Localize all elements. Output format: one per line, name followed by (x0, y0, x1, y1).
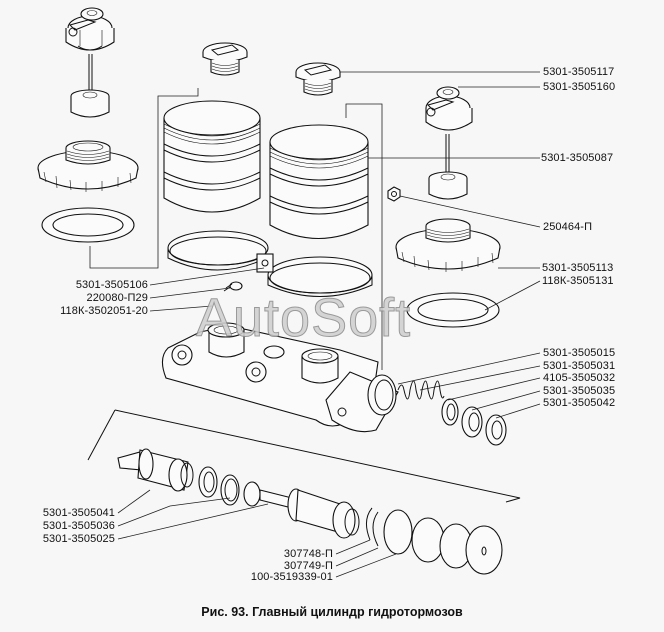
part-label: 5301-3505031 (543, 360, 616, 372)
filler-plug-right (295, 62, 341, 96)
master-cylinder-body (161, 322, 399, 433)
part-label: 5301-3505106 (75, 279, 148, 291)
seal-ring-2 (461, 406, 483, 438)
part-label: 220080-П29 (86, 292, 148, 304)
part-label: 307748-П (283, 548, 333, 560)
bolt (223, 281, 243, 292)
part-label: 4105-3505032 (543, 372, 616, 384)
right-gasket (406, 292, 500, 328)
seal-ring-1 (441, 398, 459, 426)
reservoir-clamp (167, 230, 373, 297)
part-label: 118К-3505131 (542, 275, 614, 287)
part-label: 5301-3505015 (543, 347, 616, 359)
nut (387, 186, 401, 202)
right-reservoir-cover (395, 218, 501, 272)
left-reservoir-tank (163, 100, 261, 213)
right-cap-with-float (425, 86, 473, 200)
part-label: 5301-3505025 (42, 533, 115, 545)
part-label: 307749-П (283, 560, 333, 572)
part-label: 5301-3505087 (541, 152, 614, 164)
seal-ring-3 (485, 414, 507, 446)
part-label: 5301-3505035 (543, 385, 616, 397)
part-label: 5301-3505113 (542, 262, 614, 274)
part-label: 5301-3505036 (42, 520, 115, 532)
left-cap-with-float (65, 7, 115, 118)
part-label: 250464-П (543, 221, 593, 233)
left-reservoir-cover (37, 140, 139, 192)
filler-plug-left (202, 42, 248, 76)
part-label: 118К-3502051-20 (60, 305, 148, 317)
part-label: 5301-3505042 (543, 397, 616, 409)
part-label: 5301-3505160 (543, 81, 616, 93)
part-label: 100-3519339-01 (250, 571, 333, 583)
right-reservoir-tank (269, 124, 369, 239)
piston-assembly-frame (87, 409, 521, 503)
figure-caption: Рис. 93. Главный цилиндр гидротормозов (201, 605, 463, 619)
part-label: 5301-3505117 (543, 66, 615, 78)
piston-assembly (117, 448, 503, 575)
part-label: 5301-3505041 (42, 507, 115, 519)
leader-lines (89, 71, 541, 578)
left-gasket (41, 207, 135, 243)
